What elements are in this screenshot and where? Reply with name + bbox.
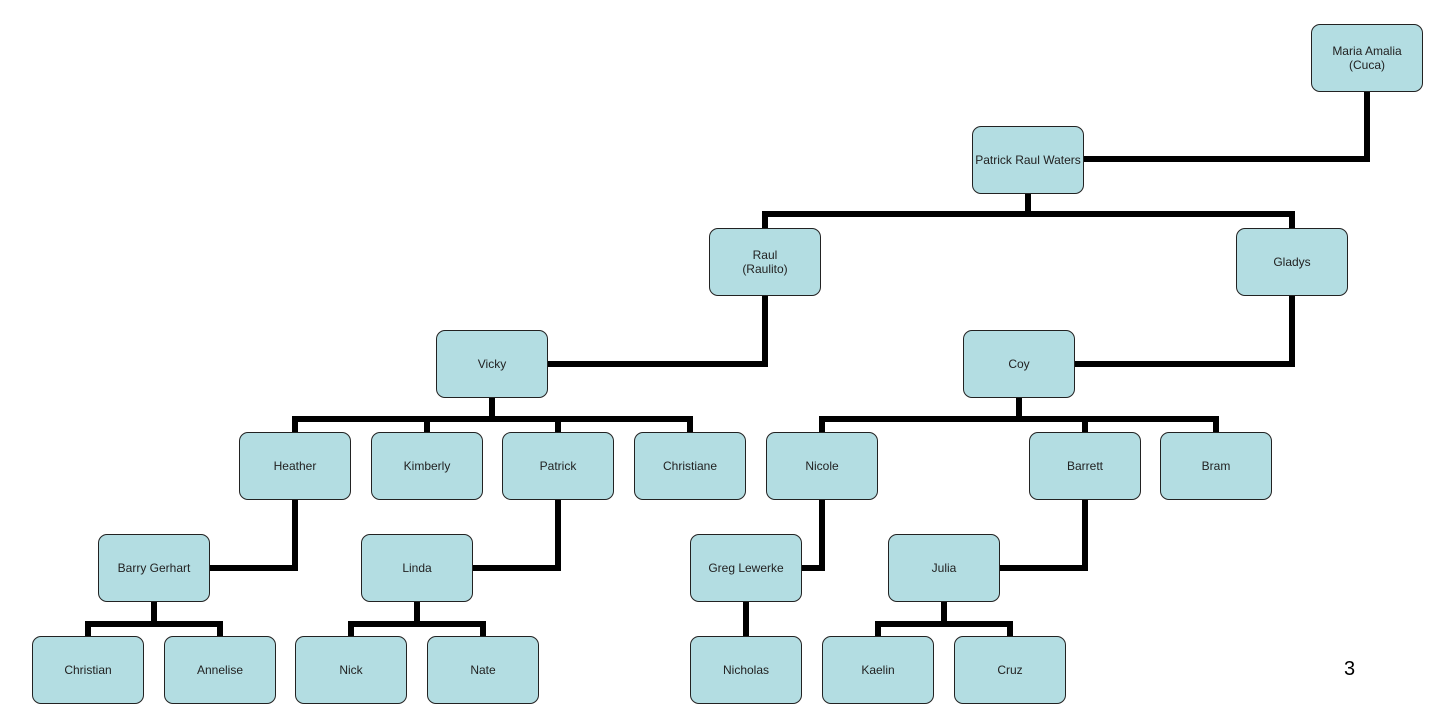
connector-julia-to-children [875,599,1013,639]
connector-nicole-to-greg [800,497,825,571]
person-node-vicky: Vicky [436,330,548,398]
person-node-patrick-raul-waters: Patrick Raul Waters [972,126,1084,194]
person-node-christian: Christian [32,636,144,704]
connector-gladys-to-coy [1073,293,1295,367]
person-node-kaelin: Kaelin [822,636,934,704]
person-node-heather: Heather [239,432,351,500]
page-number: 3 [1344,658,1356,680]
person-node-linda: Linda [361,534,473,602]
person-node-nick: Nick [295,636,407,704]
person-node-gladys: Gladys [1236,228,1348,296]
person-node-patrick: Patrick [502,432,614,500]
connector-barry-to-children [85,599,223,639]
person-node-kimberly: Kimberly [371,432,483,500]
connector-raul-to-vicky [546,293,768,367]
connector-heather-to-barry [208,497,298,571]
person-node-barry-gerhart: Barry Gerhart [98,534,210,602]
connector-maria-to-patrick-raul [1082,89,1370,162]
person-node-barrett: Barrett [1029,432,1141,500]
connector-patrick-raul-to-children [762,191,1295,231]
connector-linda-to-children [348,599,486,639]
person-node-nate: Nate [427,636,539,704]
person-node-maria-amalia: Maria Amalia (Cuca) [1311,24,1423,92]
person-node-nicholas: Nicholas [690,636,802,704]
connector-coy-to-children [819,395,1219,435]
person-node-nicole: Nicole [766,432,878,500]
connector-vicky-to-children [292,395,693,435]
person-node-greg-lewerke: Greg Lewerke [690,534,802,602]
person-node-coy: Coy [963,330,1075,398]
person-node-annelise: Annelise [164,636,276,704]
person-node-raul: Raul (Raulito) [709,228,821,296]
connector-barrett-to-julia [998,497,1088,571]
person-node-cruz: Cruz [954,636,1066,704]
person-node-christiane: Christiane [634,432,746,500]
person-node-julia: Julia [888,534,1000,602]
connector-patrick-to-linda [471,497,561,571]
person-node-bram: Bram [1160,432,1272,500]
